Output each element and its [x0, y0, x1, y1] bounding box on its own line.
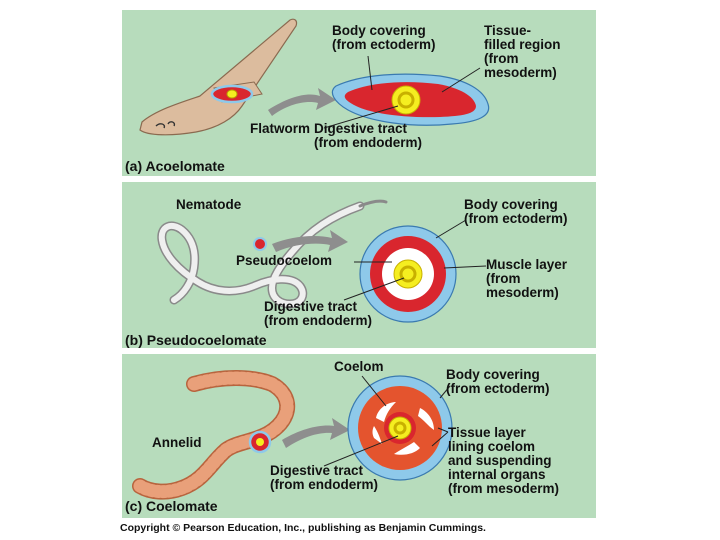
pointer-arrow — [282, 418, 350, 448]
digestive-tract-label: Digestive tract (from endoderm) — [270, 463, 378, 492]
pointer-arrow — [268, 88, 336, 116]
pseudocoelomate-drawing — [157, 199, 487, 323]
copyright-line: Copyright © Pearson Education, Inc., pub… — [120, 522, 486, 534]
flatworm-illustration — [139, 18, 298, 136]
coelom-label: Coelom — [334, 359, 384, 374]
digestive-tract-label: Digestive tract (from endoderm) — [314, 121, 422, 150]
coelomate-cross-section — [347, 375, 453, 481]
panel-pseudocoelomate: Nematode Body covering (from ectoderm) P… — [122, 182, 596, 348]
annelid-label: Annelid — [152, 435, 202, 450]
nematode-label: Nematode — [176, 197, 242, 212]
panel-caption: (c) Coelomate — [125, 498, 218, 514]
body-covering-label: Body covering (from ectoderm) — [446, 367, 550, 396]
panel-caption: (a) Acoelomate — [125, 158, 225, 174]
nematode-illustration — [157, 199, 388, 309]
muscle-layer-label: Muscle layer (from mesoderm) — [486, 257, 568, 300]
panel-coelomate: Coelom Body covering (from ectoderm) Ann… — [122, 354, 596, 518]
annelid-illustration — [132, 370, 295, 500]
acoelomate-drawing — [139, 18, 490, 136]
pseudocoelom-label: Pseudocoelom — [236, 253, 333, 268]
panel-caption: (b) Pseudocoelomate — [125, 332, 267, 348]
acoelomate-cross-section — [331, 73, 490, 126]
pointer-arrow — [272, 230, 348, 252]
tissue-layer-label: Tissue layer lining coelom and suspendin… — [448, 425, 560, 496]
tissue-region-label: Tissue- filled region (from mesoderm) — [484, 23, 561, 80]
body-covering-label: Body covering (from ectoderm) — [332, 23, 436, 52]
body-cavity-figure: Body covering (from ectoderm) Tissue- fi… — [120, 10, 598, 522]
digestive-tract-label: Digestive tract (from endoderm) — [264, 299, 372, 328]
panel-acoelomate: Body covering (from ectoderm) Tissue- fi… — [122, 10, 596, 176]
flatworm-label: Flatworm — [250, 121, 311, 136]
body-covering-label: Body covering (from ectoderm) — [464, 197, 568, 226]
coelomate-drawing — [132, 370, 453, 500]
pseudocoelomate-cross-section — [359, 225, 457, 323]
